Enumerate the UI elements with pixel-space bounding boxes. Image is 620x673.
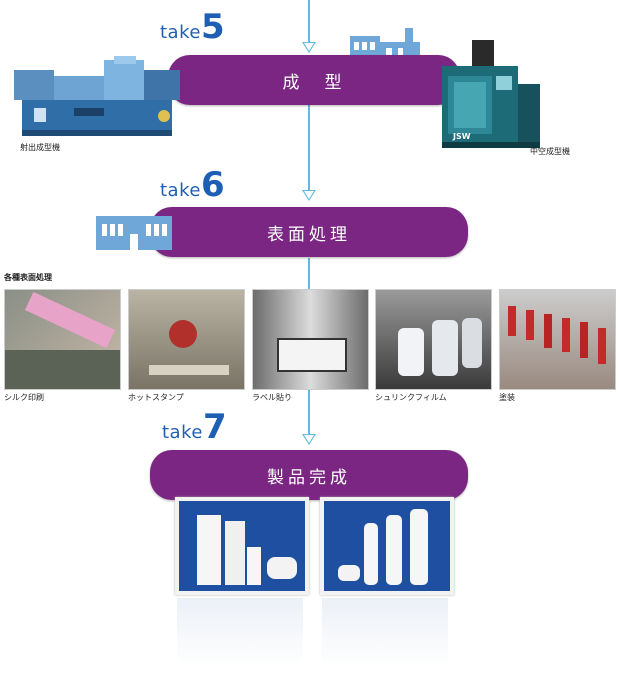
flow-line-top — [308, 0, 310, 45]
step-5-take-label: take5 — [160, 7, 225, 47]
shrink-film-photo — [375, 289, 492, 390]
step-5-pill: 成 型 — [168, 55, 460, 105]
blow-molding-caption: 中空成型機 — [530, 147, 570, 156]
painting-caption: 塗装 — [499, 393, 515, 402]
blow-molding-machine-icon — [442, 40, 540, 148]
silk-print-photo — [4, 289, 121, 390]
product-panel-right — [320, 497, 454, 595]
labeling-caption: ラベル貼り — [252, 393, 292, 402]
flow-arrow-3 — [302, 434, 316, 445]
step-6-pill: 表面処理 — [150, 207, 468, 257]
shrink-film-caption: シュリンクフィルム — [375, 393, 447, 402]
labeling-photo — [252, 289, 369, 390]
step-6-take-label: take6 — [160, 165, 225, 205]
factory-icon-2 — [96, 216, 172, 250]
hot-stamp-photo — [128, 289, 245, 390]
injection-molding-caption: 射出成型機 — [20, 143, 60, 152]
step-7-take-label: take7 — [162, 407, 227, 447]
step-7-pill: 製品完成 — [150, 450, 468, 500]
painting-photo — [499, 289, 616, 390]
flow-arrow-2 — [302, 190, 316, 201]
surface-treatment-heading: 各種表面処理 — [4, 273, 52, 282]
hot-stamp-caption: ホットスタンプ — [128, 393, 184, 402]
product-panel-left-reflection — [177, 598, 303, 668]
product-panel-right-reflection — [322, 598, 448, 668]
product-panel-left — [175, 497, 309, 595]
flow-arrow-1 — [302, 42, 316, 53]
injection-molding-machine-icon — [14, 56, 180, 136]
blow-molding-badge: JSW — [453, 132, 471, 141]
silk-print-caption: シルク印刷 — [4, 393, 44, 402]
flow-line-2 — [308, 104, 310, 194]
